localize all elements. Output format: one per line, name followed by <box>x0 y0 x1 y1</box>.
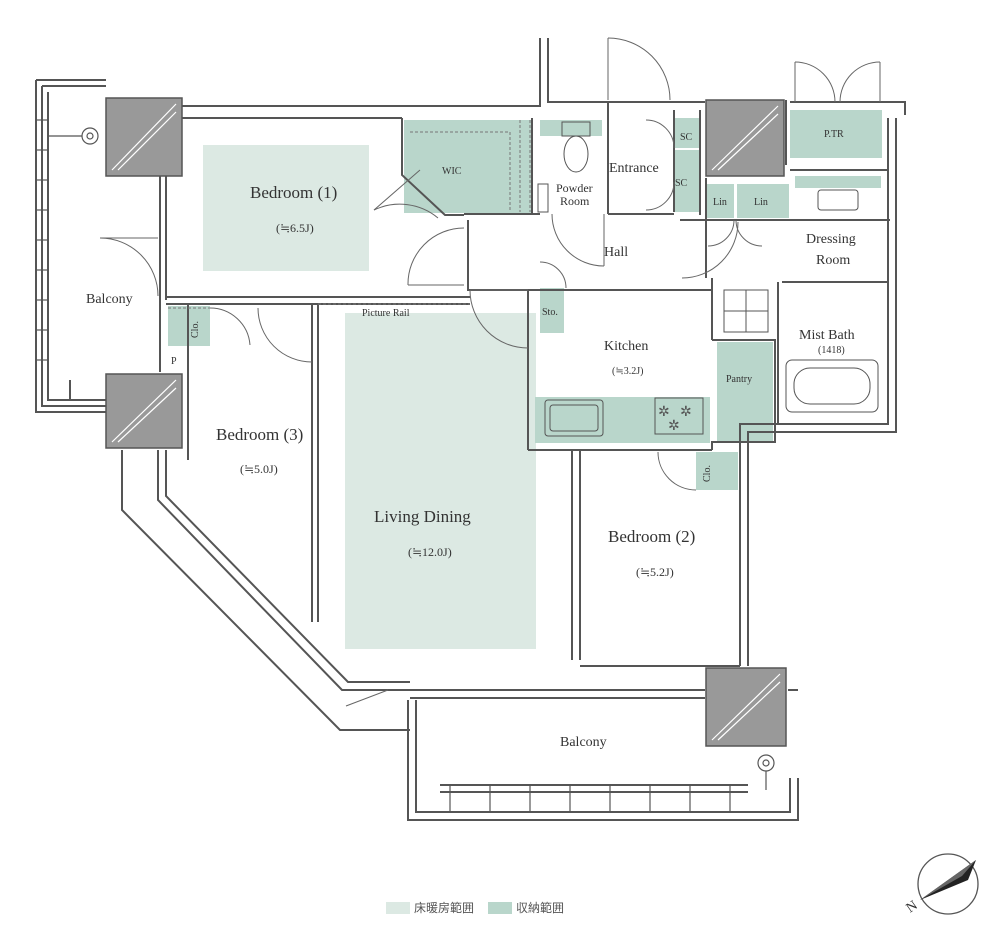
dressing-room-line1: Dressing <box>806 232 856 247</box>
storage-lin-2 <box>737 184 789 218</box>
sto-label: Sto. <box>542 307 558 318</box>
storage-clo-bedroom2 <box>696 452 738 490</box>
p-label: P <box>171 356 177 367</box>
hall-label: Hall <box>604 245 628 260</box>
legend-storage: 収納範囲 <box>516 900 564 915</box>
kitchen-name: Kitchen <box>604 339 648 354</box>
storage-ptr <box>790 110 882 158</box>
wic-label: WIC <box>442 166 462 177</box>
mist-bath-name: Mist Bath <box>799 328 855 343</box>
svg-text:✲: ✲ <box>658 404 670 420</box>
storage-sc-upper <box>674 118 700 148</box>
living-dining-size: (≒12.0J) <box>408 545 452 559</box>
powder-room-line1: Powder <box>556 181 593 195</box>
clo-label-bedroom2: Clo. <box>702 465 713 482</box>
floor-heating-living <box>345 313 536 649</box>
legend-swatch-floor-heating <box>386 902 410 914</box>
floor-heating-bedroom1 <box>203 145 369 271</box>
sc-label-upper: SC <box>680 132 693 143</box>
balcony-south-label: Balcony <box>560 735 607 750</box>
legend: 床暖房範囲 収納範囲 <box>386 900 564 915</box>
compass: N <box>904 853 979 916</box>
pantry-label: Pantry <box>726 374 752 385</box>
clo-label-bedroom3: Clo. <box>190 321 201 338</box>
dressing-room-line2: Room <box>816 253 850 268</box>
powder-room-line2: Room <box>560 194 590 208</box>
storage-sto <box>540 288 564 333</box>
lin-label-2: Lin <box>754 197 768 208</box>
svg-text:✲: ✲ <box>668 418 680 434</box>
ptr-label: P.TR <box>824 129 844 140</box>
storage-wic <box>404 120 532 213</box>
kitchen-size: (≒3.2J) <box>612 366 643 377</box>
compass-circle <box>917 853 979 915</box>
svg-text:✲: ✲ <box>680 404 692 420</box>
compass-north-label: N <box>904 898 921 916</box>
bedroom1-name: Bedroom (1) <box>250 183 337 202</box>
storage-powder-top <box>540 120 602 136</box>
sc-label-lower: SC <box>675 178 688 189</box>
storage-lin-1 <box>706 184 734 218</box>
balcony-west-label: Balcony <box>86 292 133 307</box>
legend-floor-heating: 床暖房範囲 <box>414 900 474 915</box>
bedroom2-name: Bedroom (2) <box>608 527 695 546</box>
bedroom3-size: (≒5.0J) <box>240 462 278 476</box>
bedroom1-size: (≒6.5J) <box>276 221 314 235</box>
entrance-label: Entrance <box>609 161 659 176</box>
storage-pantry <box>717 342 773 442</box>
mist-bath-size: (1418) <box>818 345 845 356</box>
picture-rail-label: Picture Rail <box>362 308 410 319</box>
bedroom3-name: Bedroom (3) <box>216 425 303 444</box>
lin-label-1: Lin <box>713 197 727 208</box>
legend-swatch-storage <box>488 902 512 914</box>
bedroom2-size: (≒5.2J) <box>636 565 674 579</box>
storage-dressing-top <box>795 176 881 188</box>
storage-sc-lower <box>674 150 700 212</box>
living-dining-name: Living Dining <box>374 507 471 526</box>
